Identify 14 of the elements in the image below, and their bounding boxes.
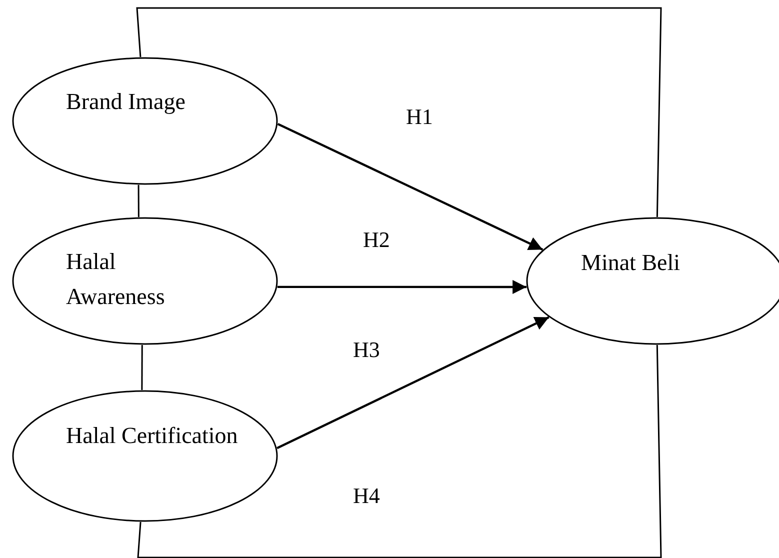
arrow	[277, 280, 527, 294]
ellipse-node	[12, 390, 278, 522]
node-label: Halal Certification	[66, 422, 239, 450]
connector-line	[137, 344, 662, 558]
connector-line	[138, 184, 140, 218]
arrow	[276, 316, 550, 450]
node-label: Minat Beli	[581, 249, 682, 277]
ellipse-node	[12, 217, 278, 345]
node-label: Halal Awareness	[66, 248, 166, 311]
arrow	[277, 122, 544, 251]
node-label: Brand Image	[66, 88, 186, 116]
connector-line	[136, 7, 662, 218]
ellipse-node	[12, 57, 278, 185]
connector-line	[141, 344, 143, 390]
